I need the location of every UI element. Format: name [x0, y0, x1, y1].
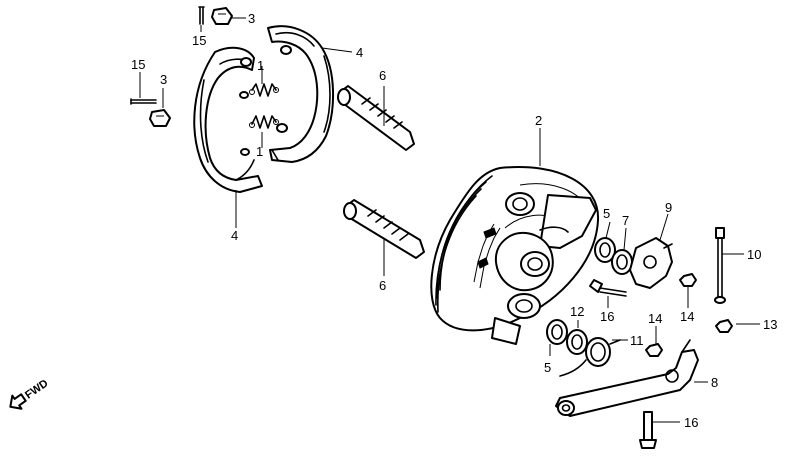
callout-12: 12 [570, 304, 584, 319]
oil-seal-upper [594, 237, 616, 263]
brake-panel [430, 166, 600, 345]
brake-arm [555, 339, 699, 417]
washer-7 [611, 249, 633, 275]
adjuster-rod [714, 227, 726, 304]
brake-shoe-right [267, 25, 334, 163]
leader-lines [139, 17, 760, 423]
callout-1-bottom: 1 [256, 144, 263, 159]
callout-11: 11 [630, 333, 644, 348]
return-spring-upper [249, 83, 279, 97]
cam-shaft-upper [337, 85, 415, 151]
bolt-16-bottom [639, 411, 657, 449]
retainer-clip-left [149, 109, 171, 127]
forward-arrow-icon [9, 393, 27, 410]
callout-3-top: 3 [248, 11, 255, 26]
callout-2: 2 [535, 113, 542, 128]
callout-13: 13 [763, 317, 777, 332]
callout-8: 8 [711, 375, 718, 390]
callout-6-bottom: 6 [379, 278, 386, 293]
callout-6-top: 6 [379, 68, 386, 83]
forward-direction-indicator: FWD [9, 377, 50, 410]
callout-15-top: 15 [192, 33, 206, 48]
bolt-16-middle [589, 279, 627, 297]
callout-1-top: 1 [257, 58, 264, 73]
callout-14-left: 14 [648, 311, 662, 326]
callout-5-lower: 5 [544, 360, 551, 375]
retainer-clip-top [211, 7, 233, 25]
wear-indicator-plate [629, 237, 673, 289]
callout-7: 7 [622, 213, 629, 228]
nut-13 [715, 319, 733, 333]
callout-3-left: 3 [160, 72, 167, 87]
callout-16-bottom: 16 [684, 415, 698, 430]
brake-shoe-left [193, 46, 263, 193]
nut-14-left [645, 343, 663, 357]
callout-14-right: 14 [680, 309, 694, 324]
callout-4-bottom: 4 [231, 228, 238, 243]
callout-16-middle: 16 [600, 309, 614, 324]
cotter-pin-left [130, 98, 157, 105]
callout-4-top: 4 [356, 45, 363, 60]
washer-12 [566, 329, 588, 355]
callout-5-upper: 5 [603, 206, 610, 221]
cotter-pin-top [198, 6, 205, 25]
callout-15-left: 15 [131, 57, 145, 72]
cam-shaft-lower [343, 199, 425, 259]
callout-10: 10 [747, 247, 761, 262]
return-spring-lower [249, 115, 279, 129]
fwd-label: FWD [23, 377, 50, 401]
callout-labels: 1 1 2 3 3 4 4 5 5 6 6 7 8 9 10 11 12 13 … [131, 11, 777, 430]
return-spring-11 [559, 337, 621, 377]
nut-14-right [679, 273, 697, 287]
callout-9: 9 [665, 200, 672, 215]
oil-seal-lower [546, 319, 568, 345]
